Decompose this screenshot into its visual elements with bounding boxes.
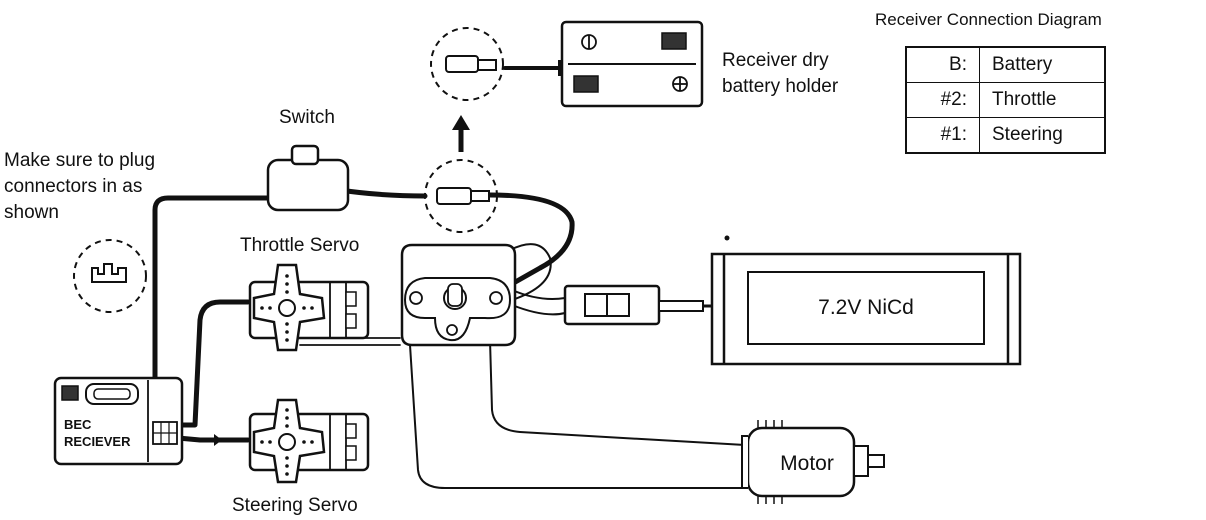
up-arrow-icon bbox=[452, 115, 470, 152]
steering-servo-label: Steering Servo bbox=[232, 495, 358, 516]
function-cell: Throttle bbox=[979, 82, 1106, 118]
throttle-servo-label: Throttle Servo bbox=[240, 235, 360, 256]
table-row: #2: Throttle bbox=[905, 82, 1106, 118]
steering-servo bbox=[248, 398, 370, 484]
motor bbox=[741, 420, 885, 504]
plug-middle bbox=[436, 187, 490, 205]
speed-controller bbox=[400, 243, 517, 347]
wire-receiver-switch bbox=[152, 195, 275, 428]
connection-table: B: Battery #2: Throttle #1: Steering bbox=[905, 46, 1106, 154]
wire-esc-loop bbox=[509, 243, 552, 301]
pin-cell: B: bbox=[905, 46, 980, 83]
wire-esc-motor-2 bbox=[409, 344, 746, 489]
detail-circle-holder-plug bbox=[430, 27, 504, 101]
receiver-label-line1: BEC bbox=[64, 417, 92, 432]
detail-circle-connector-orientation bbox=[73, 239, 147, 313]
detail-circle-switch-plug bbox=[424, 159, 498, 233]
switch-label: Switch bbox=[279, 107, 335, 128]
plug-top bbox=[445, 55, 497, 73]
table-row: B: Battery bbox=[905, 46, 1106, 83]
wire-esc-motor-1 bbox=[489, 339, 746, 446]
connection-table-title: Receiver Connection Diagram bbox=[875, 10, 1102, 29]
switch bbox=[266, 144, 350, 212]
wire-arrow-icon bbox=[214, 434, 222, 446]
pin-cell: #1: bbox=[905, 117, 980, 154]
pin-cell: #2: bbox=[905, 82, 980, 118]
nicd-battery bbox=[703, 235, 1022, 366]
receiver-label-line2: RECIEVER bbox=[64, 434, 131, 449]
receiver: BEC RECIEVER bbox=[53, 376, 184, 466]
wire-receiver-steering bbox=[175, 435, 251, 443]
nicd-connector bbox=[563, 284, 704, 326]
motor-label: Motor bbox=[780, 452, 834, 475]
table-row: #1: Steering bbox=[905, 117, 1106, 154]
wire-esc-nicd-2 bbox=[511, 304, 566, 316]
wire-switch-connector bbox=[337, 187, 428, 199]
nicd-label: 7.2V NiCd bbox=[818, 296, 914, 319]
battery-holder-label: Receiver dry battery holder bbox=[722, 50, 839, 97]
wire-receiver-throttle bbox=[175, 299, 251, 428]
throttle-servo bbox=[248, 263, 370, 352]
function-cell: Steering bbox=[979, 117, 1106, 154]
connector-note: Make sure to plug connectors in as shown bbox=[4, 150, 156, 223]
wire-connector-esc bbox=[487, 192, 575, 288]
wire-esc-nicd-1 bbox=[511, 289, 566, 300]
connector-orientation-icon bbox=[91, 263, 127, 283]
battery-holder bbox=[558, 20, 704, 108]
detail-circles bbox=[73, 27, 504, 313]
function-cell: Battery bbox=[979, 46, 1106, 83]
